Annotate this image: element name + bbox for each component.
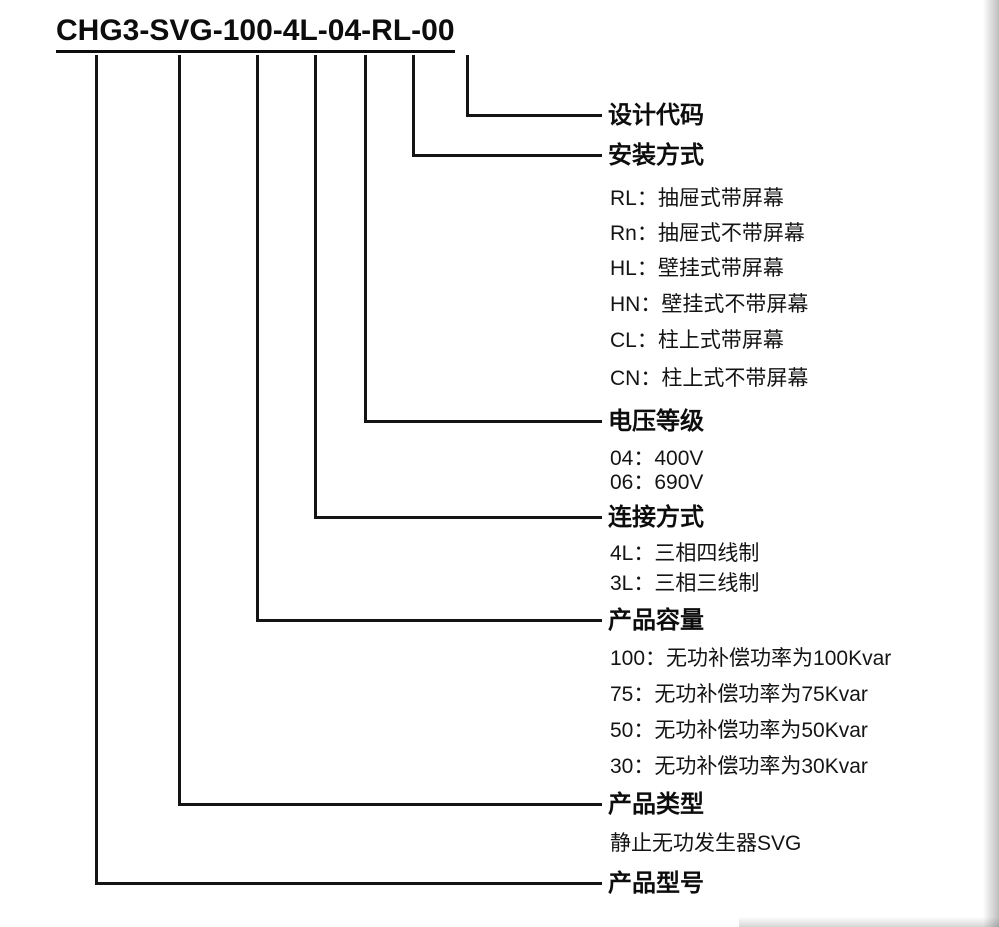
model-separator: - [212, 14, 223, 53]
model-separator: - [139, 14, 150, 53]
section-item: 06：690V [610, 471, 704, 494]
connector-vline-product-type [178, 55, 181, 806]
section-item: RL：抽屉式带屏幕 [610, 187, 784, 210]
model-number: CHG3-SVG-100-4L-04-RL-00 [56, 14, 455, 53]
section-item: 30：无功补偿功率为30Kvar [610, 755, 868, 778]
model-segment-chg3: CHG3 [56, 14, 140, 53]
connector-hline-installation [412, 154, 602, 157]
section-title-installation: 安装方式 [608, 142, 704, 169]
section-item: CL：柱上式带屏幕 [610, 329, 784, 352]
connector-vline-model-code [95, 55, 98, 885]
connector-hline-voltage [364, 420, 602, 423]
section-title-design-code: 设计代码 [608, 102, 704, 129]
section-item: 静止无功发生器SVG [610, 832, 802, 855]
section-item: 75：无功补偿功率为75Kvar [610, 683, 868, 706]
connector-vline-design-code [466, 55, 469, 117]
section-title-connection: 连接方式 [608, 504, 704, 531]
connector-hline-design-code [466, 114, 602, 117]
section-item: CN：柱上式不带屏幕 [610, 367, 809, 390]
model-separator: - [411, 14, 422, 53]
connector-hline-connection [314, 516, 602, 519]
model-separator: - [317, 14, 328, 53]
connector-hline-capacity [256, 619, 602, 622]
page-edge-shadow-bottom [739, 917, 999, 927]
model-segment-100: 100 [222, 14, 273, 53]
section-item: 04：400V [610, 447, 704, 470]
section-item: Rn：抽屉式不带屏幕 [610, 222, 805, 245]
connector-vline-voltage [364, 55, 367, 423]
section-item: 4L：三相四线制 [610, 542, 760, 565]
connector-vline-capacity [256, 55, 259, 622]
connector-vline-installation [412, 55, 415, 157]
model-separator: - [361, 14, 372, 53]
section-title-product-type: 产品类型 [608, 791, 704, 818]
connector-hline-model-code [95, 882, 602, 885]
section-item: 100：无功补偿功率为100Kvar [610, 647, 892, 670]
model-segment-00: 00 [421, 14, 455, 53]
model-segment-4l: 4L [282, 14, 318, 53]
section-item: 3L：三相三线制 [610, 572, 760, 595]
connector-hline-product-type [178, 803, 602, 806]
model-segment-04: 04 [327, 14, 362, 53]
section-title-voltage: 电压等级 [608, 408, 704, 435]
model-separator: - [272, 14, 283, 53]
section-title-capacity: 产品容量 [608, 607, 704, 634]
model-segment-svg: SVG [149, 14, 213, 53]
section-item: 50：无功补偿功率为50Kvar [610, 719, 868, 742]
section-item: HN：壁挂式不带屏幕 [610, 293, 809, 316]
connector-vline-connection [314, 55, 317, 519]
section-title-model-code: 产品型号 [608, 870, 704, 897]
model-segment-rl: RL [371, 14, 412, 53]
page-edge-shadow-right [983, 0, 999, 927]
section-item: HL：壁挂式带屏幕 [610, 257, 784, 280]
